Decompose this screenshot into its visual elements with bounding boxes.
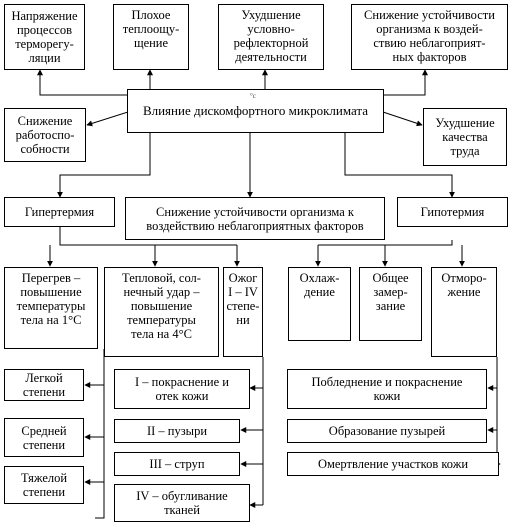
burn-degree-1-box: I – покраснение и отек кожи bbox=[114, 369, 250, 409]
burn-degree-3-box: III – струп bbox=[114, 452, 240, 476]
overheat-box: Перегрев – повышение температуры тела на… bbox=[4, 267, 98, 349]
poor-heat-feeling-box: Плохое теплоощу- щение bbox=[113, 4, 189, 70]
burn-degree-4-box: IV – обугливание тканей bbox=[114, 484, 250, 522]
resistance-middle-box: Снижение устойчивости организма к воздей… bbox=[125, 197, 385, 240]
frostbite-degree-3-box: Омертвление участков кожи bbox=[287, 452, 499, 476]
resistance-top-box: Снижение устойчивости организма к воздей… bbox=[351, 4, 508, 70]
reflex-activity-box: Ухудшение условно- рефлекторной деятельн… bbox=[218, 4, 324, 70]
workability-box: Снижение работоспо- собности bbox=[4, 108, 86, 162]
hypothermia-box: Гипотермия bbox=[397, 197, 508, 227]
labor-quality-box: Ухудшение качества труда bbox=[423, 108, 507, 166]
frostbite-degree-1-box: Побледнение и покраснение кожи bbox=[287, 369, 487, 409]
frostbite-box: Отморо- жение bbox=[431, 267, 497, 357]
cooling-box: Охлаж- дение bbox=[288, 267, 351, 341]
heatstroke-box: Тепловой, сол- нечный удар – повышение т… bbox=[104, 267, 219, 357]
thermoregulation-box: Напряжение процессов терморегу- ляции bbox=[4, 4, 85, 70]
mild-severity-box: Легкой степени bbox=[4, 369, 84, 401]
central-title: Влияние дискомфортного микроклимата bbox=[142, 103, 369, 118]
severe-severity-box: Тяжелой степени bbox=[4, 466, 84, 504]
central-box: Влияние дискомфортного микроклимата bbox=[127, 89, 384, 133]
burn-degree-2-box: II – пузыри bbox=[114, 419, 240, 443]
frostbite-degree-2-box: Образование пузырей bbox=[287, 419, 487, 443]
burn-box: Ожог I – IV степе- ни bbox=[223, 267, 263, 357]
degree-mark: °c bbox=[250, 92, 256, 100]
medium-severity-box: Средней степени bbox=[4, 418, 84, 457]
hyperthermia-box: Гипертермия bbox=[4, 197, 115, 227]
general-freezing-box: Общее замер- зание bbox=[359, 267, 422, 341]
